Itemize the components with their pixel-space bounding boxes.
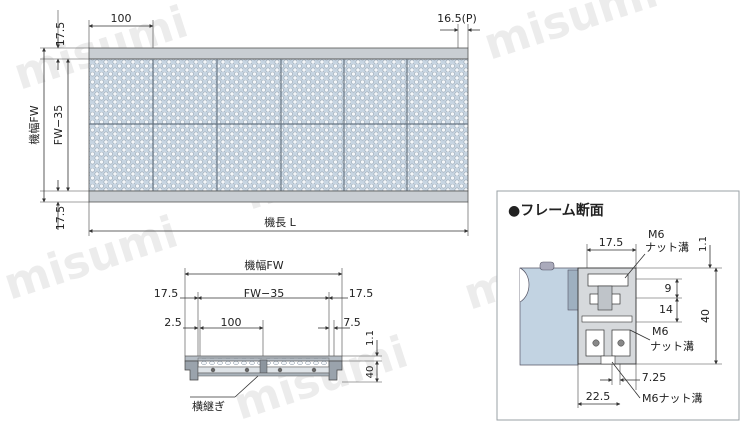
label-cross-joint: 横継ぎ bbox=[192, 399, 225, 413]
label-machine-width: 機幅FW bbox=[27, 105, 41, 144]
section-dim-22-5: 22.5 bbox=[586, 390, 611, 403]
dim-16-5p: 16.5(P) bbox=[437, 12, 477, 25]
top-view: 17.5 機幅FW FW−35 17.5 100 16.5(P) 機長 L bbox=[27, 10, 480, 236]
section-dim-9: 9 bbox=[665, 282, 672, 295]
label-m6-nut-groove: M6ナット溝 bbox=[642, 392, 703, 405]
side-view: 機幅FW 17.5 FW−35 17.5 2.5 100 7.5 bbox=[154, 258, 382, 413]
side-dim-7-5: 7.5 bbox=[343, 316, 361, 329]
section-dim-14: 14 bbox=[659, 303, 673, 316]
section-dim-40: 40 bbox=[699, 309, 712, 323]
bottom-frame-rail bbox=[88, 190, 469, 203]
module-dividers bbox=[89, 59, 468, 191]
watermark-text: misumi bbox=[478, 0, 664, 70]
label-nut-groove-top: ナット溝 bbox=[645, 241, 689, 254]
aluminum-profile bbox=[577, 267, 637, 365]
perforation-holes bbox=[88, 58, 469, 192]
dim-17-5-bottom: 17.5 bbox=[54, 206, 67, 231]
side-dim-100: 100 bbox=[221, 316, 242, 329]
section-dim-17-5: 17.5 bbox=[599, 236, 624, 249]
side-dim-40: 40 bbox=[365, 366, 376, 379]
label-fw-35: FW−35 bbox=[52, 105, 65, 145]
side-profile bbox=[184, 355, 343, 381]
frame-section-panel: ●フレーム断面 17.5 M6 ナット溝 bbox=[496, 190, 740, 421]
frame-section-title: ●フレーム断面 bbox=[508, 202, 604, 219]
dim-100: 100 bbox=[111, 12, 132, 25]
label-machine-length: 機長 L bbox=[264, 215, 296, 229]
side-dim-17-5-left: 17.5 bbox=[154, 287, 179, 300]
side-dim-17-5-right: 17.5 bbox=[349, 287, 374, 300]
dim-17-5-top: 17.5 bbox=[54, 22, 67, 47]
side-dim-2-5: 2.5 bbox=[164, 316, 182, 329]
side-label-machine-width: 機幅FW bbox=[244, 258, 283, 272]
label-nut-groove-mid: ナット溝 bbox=[650, 340, 694, 353]
label-m6-mid: M6 bbox=[652, 325, 669, 338]
side-label-fw-35: FW−35 bbox=[244, 287, 284, 300]
side-dim-1-1: 1.1 bbox=[365, 330, 376, 346]
label-m6-top: M6 bbox=[648, 228, 665, 241]
section-dim-7-25: 7.25 bbox=[642, 371, 667, 384]
section-dim-1-1: 1.1 bbox=[698, 236, 709, 252]
top-frame-rail bbox=[88, 47, 469, 60]
